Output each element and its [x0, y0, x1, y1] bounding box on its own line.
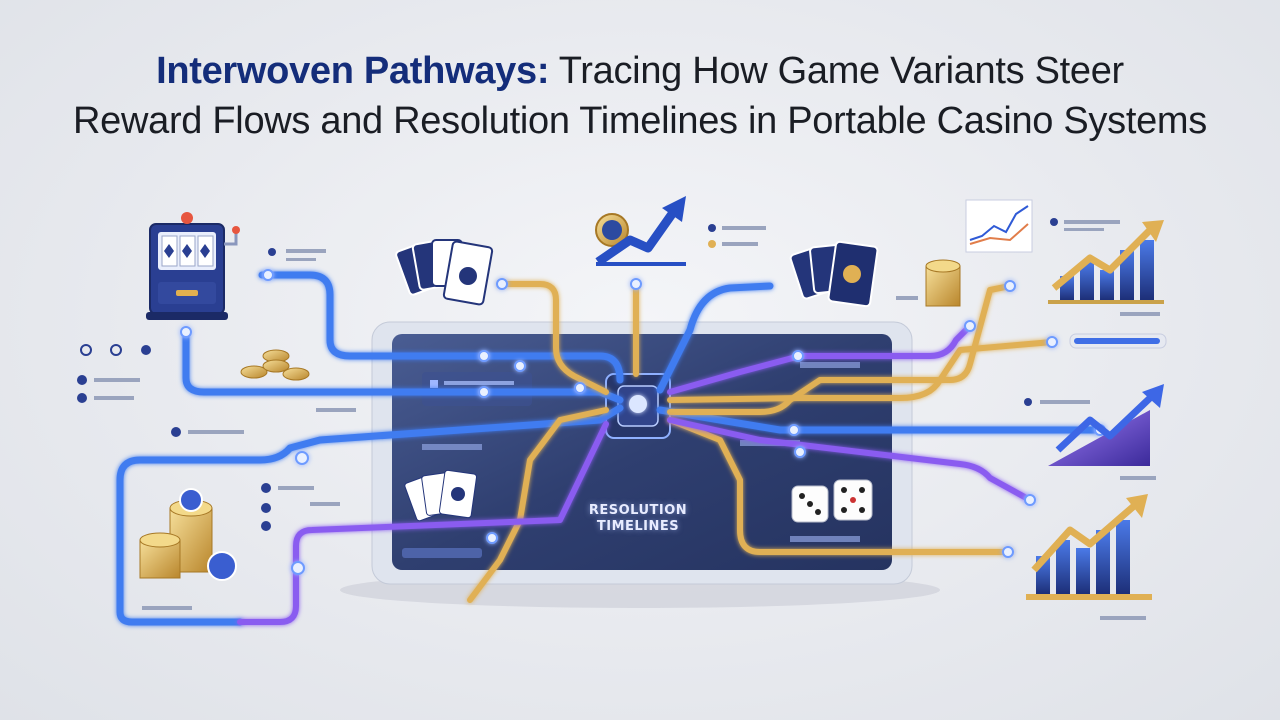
resolution-timelines-label: RESOLUTION TIMELINES: [548, 503, 728, 535]
coin-stack-icon: [240, 349, 310, 381]
playing-cards-icon: [395, 239, 494, 306]
tablet-device: [371, 321, 913, 585]
playing-cards-right-icon: [789, 240, 879, 308]
label-line-1: RESOLUTION: [588, 503, 688, 518]
title-highlight: Interwoven Pathways:: [156, 50, 550, 92]
decorative-label-lines: [94, 220, 1160, 620]
growth-arrow-icon: [595, 196, 686, 266]
title-line-1: Interwoven Pathways: Tracing How Game Va…: [0, 46, 1280, 96]
decorative-markers: [77, 218, 1058, 531]
progress-bar-icon: [1069, 333, 1167, 349]
growth-bar-chart-icon: [1048, 220, 1164, 304]
dollar-coin-stack-icon: [139, 488, 237, 581]
coin-stack-right-icon: [925, 259, 961, 307]
dollar-coin-icon: [595, 213, 629, 247]
label-line-2: TIMELINES: [596, 519, 680, 534]
page-title: Interwoven Pathways: Tracing How Game Va…: [0, 46, 1280, 146]
purple-pathways: [237, 323, 1033, 625]
central-hub: [605, 373, 671, 439]
path-nodes: [180, 269, 1106, 575]
blue-bar-chart-icon: [1026, 494, 1152, 600]
purple-growth-chart-icon: [1048, 384, 1164, 466]
dice-icon: [791, 479, 873, 523]
title-line-2: Reward Flows and Resolution Timelines in…: [73, 100, 1207, 142]
tablet-cards-icon: [404, 469, 478, 522]
line-chart-icon: [965, 199, 1033, 253]
title-line-1-rest: Tracing How Game Variants Steer: [558, 50, 1124, 92]
gold-pathways: [467, 281, 1055, 603]
slot-machine-icon: [146, 212, 240, 320]
blue-pathways: [116, 271, 1104, 626]
